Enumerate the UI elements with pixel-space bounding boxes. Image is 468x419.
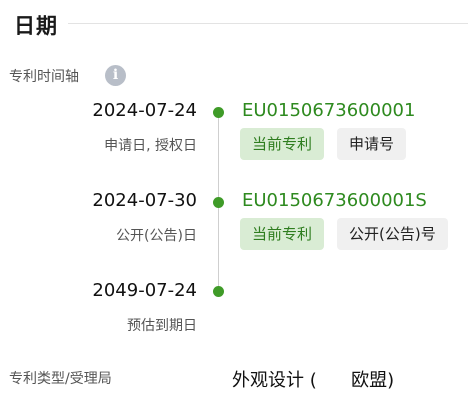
timeline-date: 2024-07-24 [92, 100, 197, 121]
timeline-dot [213, 107, 224, 118]
patent-type-value: 外观设计 ( 欧盟) [232, 370, 395, 391]
timeline-date-desc: 公开(公告)日 [116, 228, 197, 244]
current-patent-tag[interactable]: 当前专利 [240, 128, 325, 160]
timeline-date: 2024-07-30 [92, 190, 197, 211]
timeline-label: 专利时间轴 [9, 69, 79, 85]
section-divider [68, 23, 468, 24]
info-icon[interactable]: i [105, 65, 126, 86]
timeline-date: 2049-07-24 [92, 280, 197, 301]
publication-number-tag[interactable]: 公开(公告)号 [337, 218, 448, 250]
timeline-date-desc: 预估到期日 [127, 318, 197, 334]
patent-type-label: 专利类型/受理局 [9, 371, 112, 387]
current-patent-tag[interactable]: 当前专利 [240, 218, 325, 250]
timeline-date-desc: 申请日, 授权日 [104, 138, 197, 154]
timeline-dot [213, 286, 224, 297]
patent-number-link[interactable]: EU0150673600001S [242, 190, 427, 211]
application-number-tag[interactable]: 申请号 [337, 128, 407, 160]
patent-number-link[interactable]: EU0150673600001 [242, 100, 416, 121]
timeline-dot [213, 197, 224, 208]
section-title: 日期 [14, 14, 58, 38]
